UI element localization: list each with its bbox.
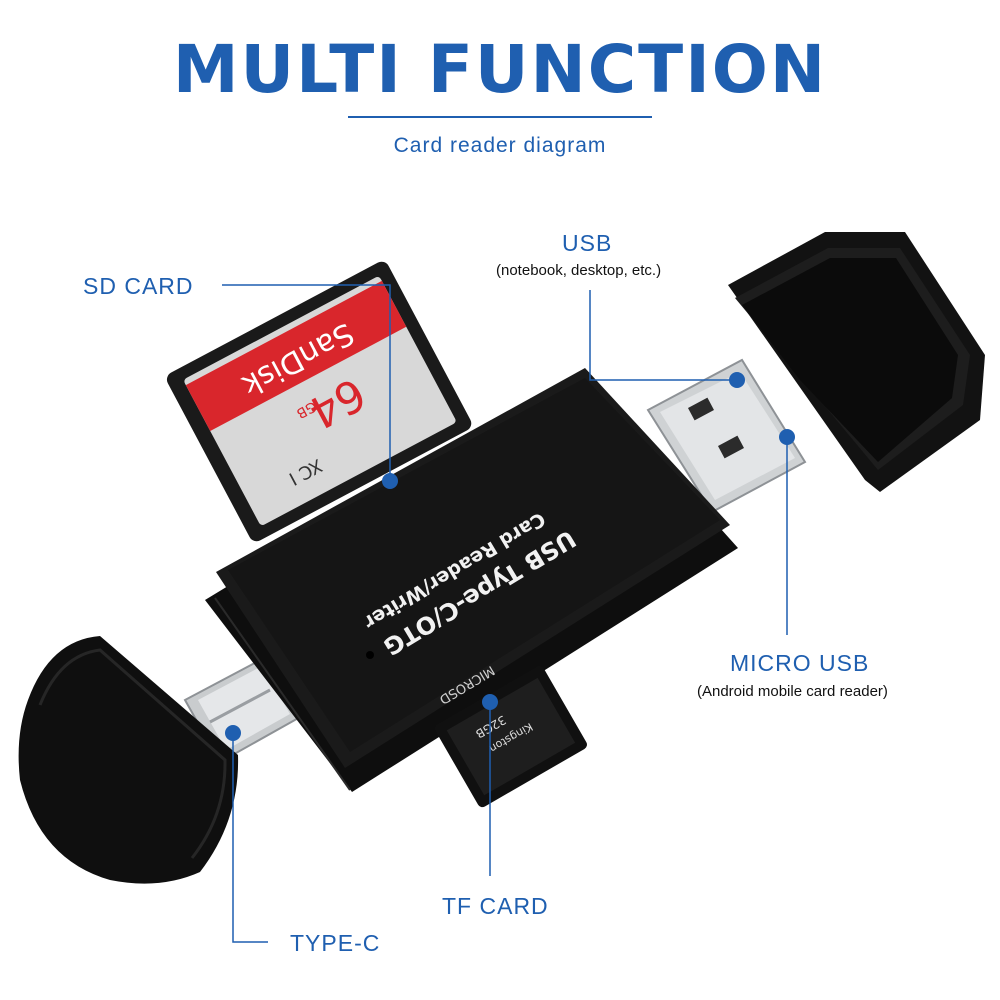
tf-card: Kingston 32GB	[434, 666, 587, 808]
sd-card-dot	[382, 473, 398, 489]
page-subtitle: Card reader diagram	[393, 134, 607, 157]
tf-card-label: TF CARD	[442, 893, 549, 919]
type-c-label: TYPE-C	[290, 930, 381, 956]
tf-card-dot	[482, 694, 498, 710]
micro-usb-dot	[779, 429, 795, 445]
micro-usb-note: (Android mobile card reader)	[697, 683, 888, 700]
usb-callout-line	[589, 290, 737, 381]
sd-card: SanDisk 64 GB XC I	[166, 261, 472, 542]
reader-body: USB Type-C/OTG Card Reader/Writer MICROS…	[205, 368, 738, 792]
micro-usb-label: MICRO USB	[730, 650, 870, 676]
usb-dot	[729, 372, 745, 388]
type-c-dot	[225, 725, 241, 741]
type-c-callout-line	[232, 733, 268, 943]
usb-a-plug	[646, 358, 807, 514]
usb-label: USB	[562, 230, 613, 256]
callout-dots	[225, 372, 795, 741]
sd-card-label: SD CARD	[83, 273, 194, 299]
usb-cap	[728, 232, 985, 492]
page-title: MULTI FUNCTION	[172, 31, 828, 108]
usb-note: (notebook, desktop, etc.)	[496, 262, 662, 279]
type-c-cap	[18, 636, 239, 884]
sd-card-callout-line	[222, 284, 391, 481]
title-divider	[348, 116, 652, 118]
callout-lines	[222, 284, 788, 943]
